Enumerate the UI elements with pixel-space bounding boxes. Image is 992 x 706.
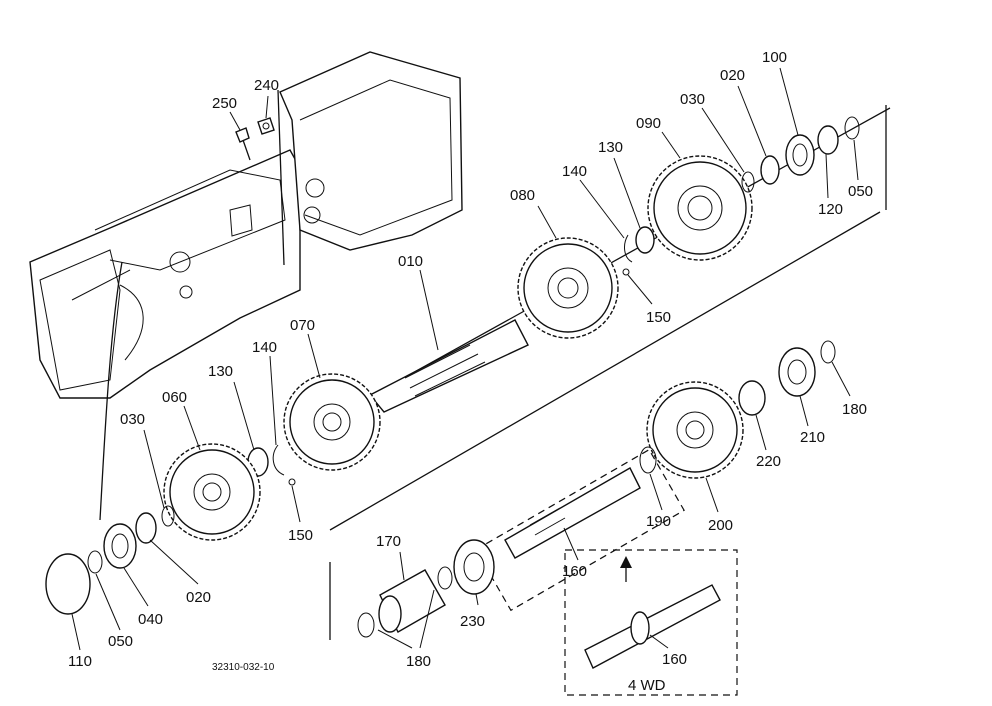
- snap-ring-190: [639, 446, 657, 474]
- snap-ring-180-right: [820, 340, 836, 364]
- callout-140-top: 140: [562, 163, 587, 180]
- bearing-040: [103, 523, 137, 569]
- collar-220: [738, 380, 766, 416]
- pin-150-low: [288, 478, 296, 486]
- callout-020-low: 020: [186, 589, 211, 606]
- bearing-230: [453, 539, 495, 595]
- callout-030-low: 030: [120, 411, 145, 428]
- dashed-group-160: [475, 448, 685, 612]
- clip-140-low: [272, 444, 285, 476]
- snap-ring-050-low: [87, 550, 103, 574]
- callout-030-top: 030: [680, 91, 705, 108]
- snap-ring-050-top: [844, 116, 860, 140]
- four-wd-label: 4 WD: [628, 677, 666, 694]
- ring-020-low: [135, 512, 157, 544]
- callout-060: 060: [162, 389, 187, 406]
- callout-020-top: 020: [720, 67, 745, 84]
- callout-130-top: 130: [598, 139, 623, 156]
- callout-labels: 250 240 100 020 030 090 050 120 130 140 …: [68, 49, 873, 670]
- gear-090: [647, 155, 753, 261]
- snap-ring-180-left: [357, 612, 375, 638]
- callout-010: 010: [398, 253, 423, 270]
- four-wd-box: [564, 549, 738, 696]
- gear-080: [517, 237, 619, 339]
- leader-lines: [71, 67, 859, 651]
- callout-070: 070: [290, 317, 315, 334]
- shaft-010: [368, 319, 529, 413]
- callout-080: 080: [510, 187, 535, 204]
- callout-240: 240: [254, 77, 279, 94]
- snap-ring-030-top: [741, 171, 755, 193]
- axis-line-middle: [329, 211, 881, 531]
- drawing-reference-code: 32310-032-10: [212, 662, 275, 673]
- callout-050-low: 050: [108, 633, 133, 650]
- snap-ring-180-mid: [437, 566, 453, 590]
- pin-150-top: [622, 268, 630, 276]
- clip-140-top: [624, 234, 633, 263]
- callout-040: 040: [138, 611, 163, 628]
- callout-250: 250: [212, 95, 237, 112]
- callout-090: 090: [636, 115, 661, 132]
- callout-170: 170: [376, 533, 401, 550]
- callout-200: 200: [708, 517, 733, 534]
- snap-ring-030-low: [161, 505, 175, 527]
- callout-100: 100: [762, 49, 787, 66]
- bearing-100: [785, 134, 815, 176]
- shaft-160: [504, 467, 641, 559]
- callout-160-main: 160: [562, 563, 587, 580]
- collar-120: [817, 125, 839, 155]
- callout-190: 190: [646, 513, 671, 530]
- leader-line-housing: [99, 261, 123, 521]
- gear-130-top: [635, 226, 655, 254]
- callout-220: 220: [756, 453, 781, 470]
- callout-160-4wd: 160: [662, 651, 687, 668]
- callout-150-top: 150: [646, 309, 671, 326]
- callout-110: 110: [68, 653, 92, 670]
- callout-180-low: 180: [406, 653, 431, 670]
- bolt-250: [235, 127, 251, 161]
- gear-070: [283, 373, 381, 471]
- callout-180-right: 180: [842, 401, 867, 418]
- callout-210: 210: [800, 429, 825, 446]
- callout-230: 230: [460, 613, 485, 630]
- shaft-160-4wd: [584, 584, 721, 669]
- bearing-210: [778, 347, 816, 397]
- gear-200: [646, 381, 744, 479]
- callout-130-low: 130: [208, 363, 233, 380]
- callout-150-low: 150: [288, 527, 313, 544]
- four-wd-arrow-head: [620, 556, 632, 568]
- sleeve-170: [378, 569, 446, 633]
- callout-140-low: 140: [252, 339, 277, 356]
- cover-110: [45, 553, 91, 615]
- gear-060: [163, 443, 261, 541]
- callout-050-top: 050: [848, 183, 873, 200]
- ring-020-top: [760, 155, 780, 185]
- callout-120: 120: [818, 201, 843, 218]
- transmission-case: [29, 51, 463, 399]
- lock-washer-240: [257, 117, 275, 135]
